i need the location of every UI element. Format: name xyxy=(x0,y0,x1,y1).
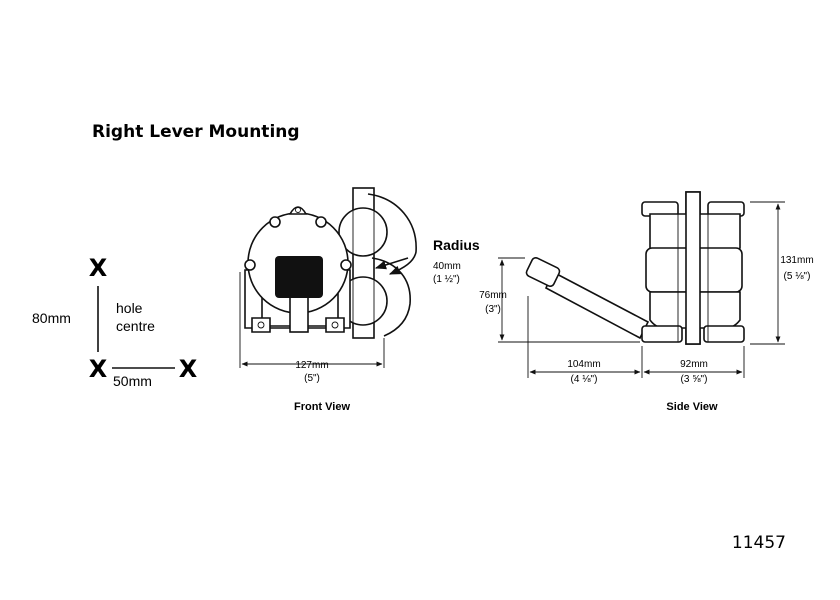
side-lever-mm: 104mm xyxy=(567,359,600,370)
radius-label: Radius xyxy=(433,237,480,253)
side-body-in: (3 ⅝") xyxy=(681,374,708,385)
hole-label-line1: hole xyxy=(116,300,143,316)
hole-marker-bottom-left: X xyxy=(89,355,108,383)
lever-arm xyxy=(544,270,650,340)
side-total-mm: 131mm xyxy=(780,255,813,266)
hole-marker-top: X xyxy=(89,254,108,282)
top-lug xyxy=(288,206,308,215)
bolt-lug-side-left xyxy=(244,259,256,271)
radius-arc-lower xyxy=(371,257,411,337)
side-height-in: (3") xyxy=(485,304,501,315)
side-view-drawing xyxy=(498,191,785,378)
lever-position-upper xyxy=(338,207,388,257)
lever-handle xyxy=(525,256,561,288)
base-foot-left xyxy=(641,325,683,343)
vertical-spacing-label: 80mm xyxy=(32,310,71,326)
side-lever-in: (4 ⅛") xyxy=(571,374,598,385)
foot-left xyxy=(251,317,271,333)
foot-right xyxy=(325,317,345,333)
hole-template: X X X 80mm hole centre 50mm xyxy=(32,254,198,389)
front-width-mm: 127mm xyxy=(295,360,328,371)
side-total-in: (5 ⅛") xyxy=(784,271,811,282)
side-body-mm: 92mm xyxy=(680,359,708,370)
horizontal-spacing-label: 50mm xyxy=(113,373,152,389)
drawing-code: 11457 xyxy=(732,533,786,553)
side-height-mm: 76mm xyxy=(479,290,507,301)
bolt-lug-side-right xyxy=(340,259,352,271)
side-view-caption: Side View xyxy=(666,401,718,413)
radius-in: (1 ½") xyxy=(433,274,460,285)
base-foot-right xyxy=(703,325,745,343)
front-view-drawing xyxy=(239,187,417,368)
front-view-caption: Front View xyxy=(294,401,350,413)
radius-arc-upper xyxy=(367,193,417,275)
page-title: Right Lever Mounting xyxy=(92,122,300,142)
radius-mm: 40mm xyxy=(433,261,461,272)
bolt-lug-left xyxy=(269,216,281,228)
pump-port-block xyxy=(275,256,323,298)
pump-stem xyxy=(289,295,309,333)
front-width-in: (5") xyxy=(304,373,320,384)
bolt-lug-right xyxy=(315,216,327,228)
hole-marker-bottom-right: X xyxy=(179,355,198,383)
hole-label-line2: centre xyxy=(116,318,155,334)
